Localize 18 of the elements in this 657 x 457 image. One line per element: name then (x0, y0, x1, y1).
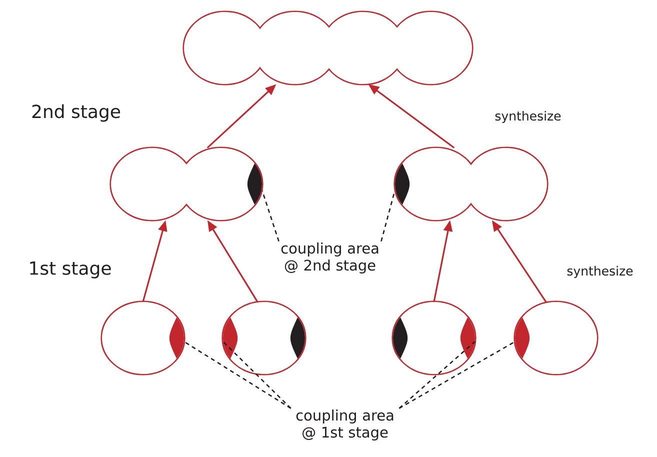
edge-label: synthesize (494, 110, 562, 124)
caption-text: coupling area @ 1st stage (296, 409, 394, 440)
edge-label: synthesize (566, 264, 634, 280)
leader-line (398, 341, 516, 409)
cell-drawing (222, 300, 306, 376)
cell-chain-drawing (110, 146, 264, 222)
cell-chain-drawing (394, 146, 548, 222)
leader-line (262, 190, 280, 242)
cell-drawing (392, 300, 476, 376)
stage-label: 2nd stage (32, 104, 120, 122)
caption-text: coupling area @ 2nd stage (281, 242, 378, 274)
leader-line (184, 341, 292, 409)
cell-drawing (100, 300, 186, 376)
stage-label: 1st stage (30, 262, 111, 278)
cell-drawing (514, 300, 598, 376)
leader-line (222, 341, 292, 409)
leader-line (398, 341, 476, 409)
cell-chain-drawing (182, 10, 474, 86)
